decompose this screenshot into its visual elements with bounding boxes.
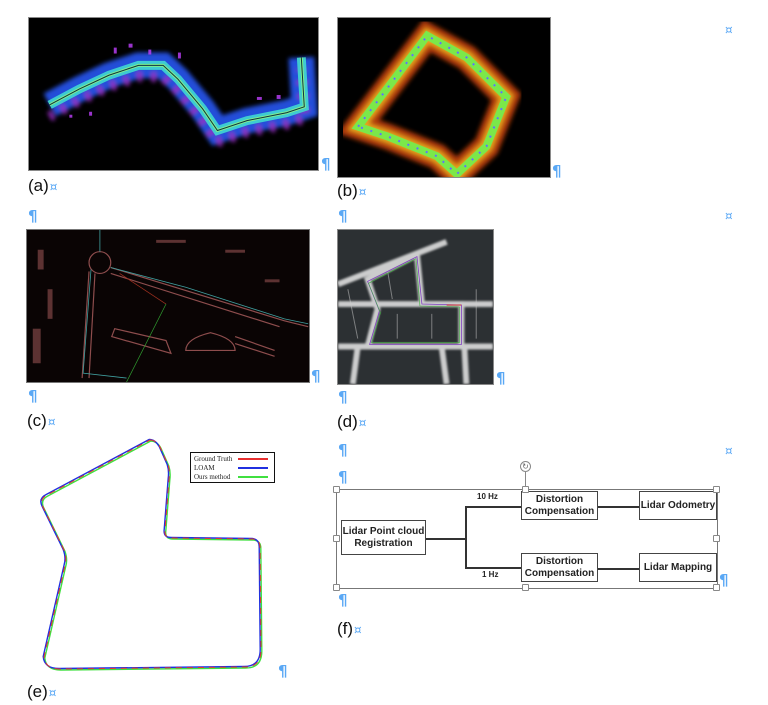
- resize-handle-middle-right[interactable]: [713, 535, 720, 542]
- cell-end-mark: ¤: [725, 444, 733, 458]
- connector-line: [425, 538, 466, 540]
- trajectory-plot: [40, 438, 263, 671]
- figure-b-image[interactable]: [337, 17, 551, 178]
- legend-swatch-red: [238, 457, 268, 460]
- resize-handle-top-center[interactable]: [522, 486, 529, 493]
- box-label: Lidar Odometry: [640, 499, 716, 511]
- pilcrow-mark: ¶: [338, 388, 348, 406]
- point-cloud-b: [338, 19, 522, 177]
- resize-handle-bottom-right[interactable]: [713, 584, 720, 591]
- pilcrow-mark: ¶: [338, 207, 348, 225]
- pilcrow-mark: ¶: [278, 662, 288, 680]
- cell-end-mark: ¤: [358, 185, 367, 199]
- pilcrow-mark: ¶: [338, 468, 348, 486]
- pilcrow-mark: ¶: [28, 387, 38, 405]
- figure-e-caption: (e)¤: [27, 683, 56, 700]
- resize-handle-middle-left[interactable]: [333, 535, 340, 542]
- legend-label: Ours method: [194, 472, 231, 481]
- cell-end-mark: ¤: [49, 180, 58, 194]
- caption-label: (d): [337, 412, 358, 431]
- cell-end-mark: ¤: [48, 686, 57, 700]
- lidar-mapping-box[interactable]: Lidar Mapping: [639, 553, 717, 582]
- figure-d-image[interactable]: [337, 229, 494, 385]
- cell-end-mark: ¤: [725, 23, 733, 37]
- legend-label: Ground Truth: [194, 454, 233, 463]
- rotate-handle-stem: [525, 472, 526, 489]
- connector-line: [465, 506, 521, 508]
- caption-label: (c): [27, 411, 47, 430]
- connector-line: [597, 568, 640, 570]
- figure-a-image[interactable]: [28, 17, 319, 171]
- cell-end-mark: ¤: [47, 415, 56, 429]
- point-cloud-a: [43, 43, 318, 149]
- legend-swatch-green: [238, 475, 268, 478]
- resize-handle-top-left[interactable]: [333, 486, 340, 493]
- point-cloud-c: [32, 230, 309, 382]
- legend-entry: Ours method: [194, 472, 271, 481]
- cell-end-mark: ¤: [358, 416, 367, 430]
- legend-entry: LOAM: [194, 463, 271, 472]
- lidar-odometry-box[interactable]: Lidar Odometry: [639, 491, 717, 520]
- caption-label: (b): [337, 181, 358, 200]
- figure-c-image[interactable]: [26, 229, 310, 383]
- legend-entry: Ground Truth: [194, 454, 271, 463]
- cell-end-mark: ¤: [725, 209, 733, 223]
- pilcrow-mark: ¶: [552, 162, 562, 180]
- figure-b-caption: (b)¤: [337, 182, 366, 199]
- pilcrow-mark: ¶: [28, 207, 38, 225]
- cell-end-mark: ¤: [354, 623, 362, 637]
- caption-label: (e): [27, 682, 48, 701]
- pilcrow-mark: ¶: [321, 155, 331, 173]
- chart-legend: Ground Truth LOAM Ours method: [190, 452, 275, 483]
- figure-d-caption: (d)¤: [337, 413, 366, 430]
- rotate-handle[interactable]: ↻: [520, 461, 531, 472]
- rate-label-10hz: 10 Hz: [477, 492, 498, 501]
- figure-e-plot[interactable]: [30, 435, 270, 680]
- point-cloud-d: [338, 239, 493, 384]
- rate-label-1hz: 1 Hz: [482, 570, 499, 579]
- caption-label: (f): [337, 619, 354, 638]
- connector-line: [465, 506, 467, 569]
- figure-a-caption: (a)¤: [28, 177, 57, 194]
- caption-label: (a): [28, 176, 49, 195]
- resize-handle-top-right[interactable]: [713, 486, 720, 493]
- resize-handle-bottom-center[interactable]: [522, 584, 529, 591]
- pilcrow-mark: ¶: [496, 369, 506, 387]
- rotate-icon: ↻: [522, 462, 529, 471]
- box-label: Lidar Mapping: [643, 561, 713, 573]
- pilcrow-mark: ¶: [719, 571, 729, 589]
- legend-swatch-blue: [238, 466, 268, 469]
- pilcrow-mark: ¶: [338, 591, 348, 609]
- pilcrow-mark: ¶: [338, 441, 348, 459]
- figure-c-caption: (c)¤: [27, 412, 55, 429]
- resize-handle-bottom-left[interactable]: [333, 584, 340, 591]
- pilcrow-mark: ¶: [311, 367, 321, 385]
- figure-f-caption: (f)¤: [337, 620, 362, 637]
- connector-line: [597, 506, 640, 508]
- connector-line: [465, 567, 521, 569]
- legend-label: LOAM: [194, 463, 215, 472]
